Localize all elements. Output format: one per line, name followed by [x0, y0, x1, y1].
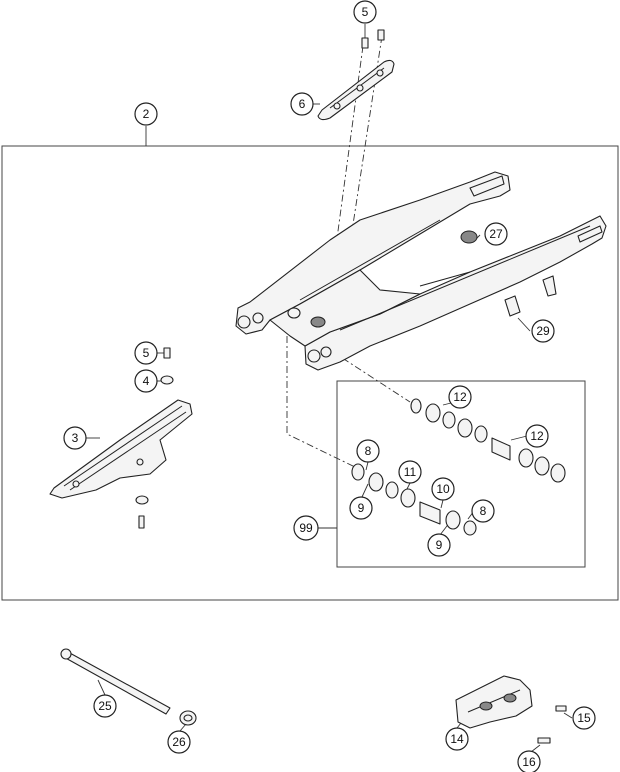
swingarm-pivot-axle [60, 648, 197, 726]
bearing-kit-frame [336, 380, 586, 568]
callout-29: 29 [531, 319, 555, 343]
callout-14: 14 [445, 727, 469, 751]
callout-5b: 5 [134, 341, 158, 365]
callout-4: 4 [134, 369, 158, 393]
callout-26: 26 [167, 730, 191, 754]
upper-chain-slider [317, 59, 395, 121]
callout-11: 11 [398, 460, 422, 484]
svg-text:26: 26 [172, 735, 186, 749]
svg-text:6: 6 [299, 97, 306, 111]
lower-chain-slider [49, 399, 193, 499]
callout-16: 16 [517, 750, 541, 772]
svg-text:25: 25 [98, 699, 112, 713]
svg-text:29: 29 [536, 324, 550, 338]
svg-text:3: 3 [72, 431, 79, 445]
svg-text:27: 27 [489, 227, 503, 241]
svg-text:12: 12 [453, 390, 467, 404]
svg-text:14: 14 [450, 732, 464, 746]
svg-text:2: 2 [143, 107, 150, 121]
svg-text:8: 8 [480, 504, 487, 518]
callout-25: 25 [93, 694, 117, 718]
callout-5a: 5 [353, 0, 377, 24]
chain-guide [455, 675, 567, 744]
callout-6: 6 [290, 92, 314, 116]
callout-8b: 8 [471, 499, 495, 523]
svg-text:16: 16 [522, 755, 536, 769]
callout-12b: 12 [525, 424, 549, 448]
svg-text:9: 9 [436, 538, 443, 552]
svg-text:4: 4 [143, 374, 150, 388]
svg-text:5: 5 [362, 5, 369, 19]
callout-12a: 12 [448, 385, 472, 409]
svg-text:99: 99 [299, 521, 313, 535]
swingarm-body [235, 171, 607, 371]
callout-3: 3 [63, 426, 87, 450]
callout-8a: 8 [356, 439, 380, 463]
swingarm-assembly-frame [1, 145, 619, 601]
callout-99: 99 [293, 515, 319, 541]
svg-text:9: 9 [358, 501, 365, 515]
callout-2: 2 [134, 102, 158, 126]
callout-10: 10 [431, 477, 455, 501]
callout-9b: 9 [427, 533, 451, 557]
bearing-kit-parts [351, 398, 566, 536]
leader-lines [86, 24, 573, 753]
svg-text:15: 15 [577, 711, 591, 725]
svg-text:12: 12 [530, 429, 544, 443]
svg-text:8: 8 [365, 444, 372, 458]
svg-text:11: 11 [404, 465, 417, 479]
upper-slider-bolts [361, 29, 385, 49]
svg-text:5: 5 [143, 346, 150, 360]
callout-27: 27 [484, 222, 508, 246]
callout-9a: 9 [349, 496, 373, 520]
callout-15: 15 [572, 706, 596, 730]
svg-text:10: 10 [436, 482, 450, 496]
slider-bolt-and-washer [135, 347, 174, 529]
